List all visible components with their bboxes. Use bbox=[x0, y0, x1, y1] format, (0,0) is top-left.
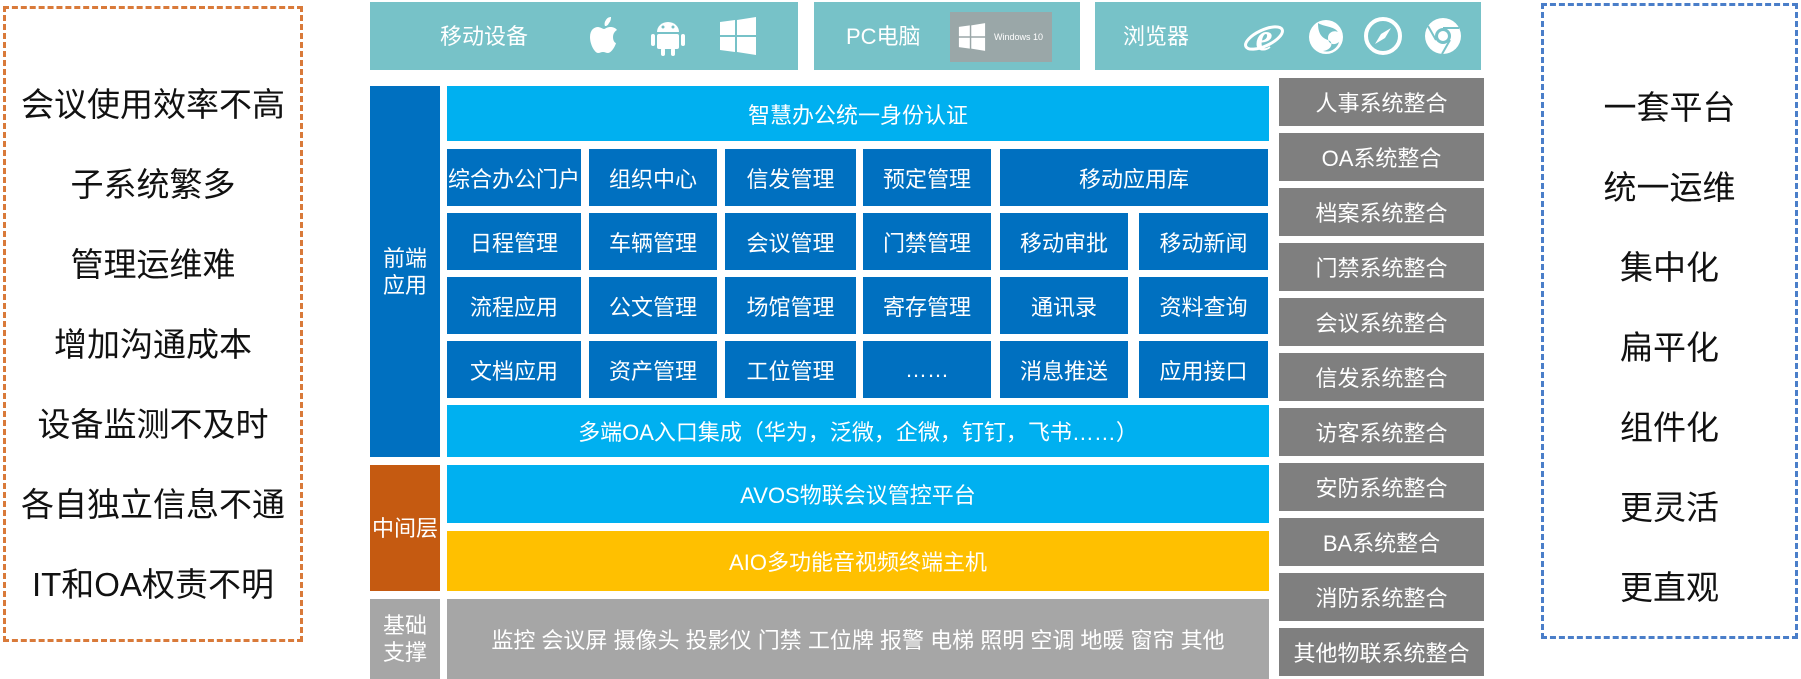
app-cell: 组织中心 bbox=[589, 149, 717, 206]
benefit-item: 统一运维 bbox=[1603, 169, 1736, 206]
unified-auth-bar: 智慧办公统一身份认证 bbox=[447, 86, 1269, 141]
problem-item: 管理运维难 bbox=[70, 246, 236, 283]
pc-box: PC电脑 Windows 10 bbox=[814, 2, 1080, 70]
frontend-layer-text: 前端应用 bbox=[382, 245, 427, 298]
app-cell: 车辆管理 bbox=[589, 213, 717, 270]
browser-label: 浏览器 bbox=[1123, 24, 1190, 49]
apple-icon bbox=[590, 17, 617, 53]
base-layer-label: 基础支撑 bbox=[370, 599, 440, 679]
app-cell: 预定管理 bbox=[863, 149, 991, 206]
pc-label: PC电脑 bbox=[846, 24, 921, 49]
app-cell: 资产管理 bbox=[589, 341, 717, 398]
app-cell: 信发管理 bbox=[725, 149, 856, 206]
integration-item: 访客系统整合 bbox=[1279, 408, 1484, 456]
multi-entry-bar: 多端OA入口集成（华为，泛微，企微，钉钉，飞书……） bbox=[447, 405, 1269, 457]
app-cell: 应用接口 bbox=[1139, 341, 1268, 398]
chrome-icon bbox=[1425, 18, 1461, 55]
app-cell: 会议管理 bbox=[725, 213, 856, 270]
integration-item: OA系统整合 bbox=[1279, 133, 1484, 181]
frontend-layer-label: 前端应用 bbox=[370, 86, 440, 457]
integration-item: 档案系统整合 bbox=[1279, 188, 1484, 236]
benefit-item: 一套平台 bbox=[1603, 89, 1736, 126]
firefox-icon bbox=[1309, 20, 1343, 54]
base-layer-text: 基础支撑 bbox=[382, 613, 427, 665]
integration-item: 会议系统整合 bbox=[1279, 298, 1484, 346]
app-cell: 移动审批 bbox=[1000, 213, 1128, 270]
benefit-item: 组件化 bbox=[1620, 409, 1719, 446]
windows-icon bbox=[958, 23, 986, 51]
integration-item: 信发系统整合 bbox=[1279, 353, 1484, 401]
browser-box: 浏览器 e bbox=[1095, 2, 1481, 70]
android-icon bbox=[651, 22, 685, 56]
benefit-item: 更直观 bbox=[1620, 569, 1719, 606]
aio-host-bar: AIO多功能音视频终端主机 bbox=[447, 531, 1269, 591]
problems-panel: 会议使用效率不高 子系统繁多 管理运维难 增加沟通成本 设备监测不及时 各自独立… bbox=[3, 6, 303, 642]
benefits-panel: 一套平台 统一运维 集中化 扁平化 组件化 更灵活 更直观 bbox=[1541, 3, 1798, 639]
app-cell: 日程管理 bbox=[447, 213, 581, 270]
app-cell: 通讯录 bbox=[1000, 277, 1128, 334]
app-cell: 公文管理 bbox=[589, 277, 717, 334]
app-cell: 资料查询 bbox=[1139, 277, 1268, 334]
integration-item: 其他物联系统整合 bbox=[1279, 628, 1484, 676]
problem-item: 会议使用效率不高 bbox=[21, 86, 285, 123]
app-cell: 门禁管理 bbox=[863, 213, 991, 270]
windows10-badge: Windows 10 bbox=[950, 12, 1052, 62]
middle-layer-text: 中间层 bbox=[371, 515, 438, 541]
benefit-item: 集中化 bbox=[1620, 249, 1719, 286]
app-cell: …… bbox=[863, 341, 991, 398]
integration-item: 人事系统整合 bbox=[1279, 78, 1484, 126]
app-cell: 工位管理 bbox=[725, 341, 856, 398]
app-cell: 流程应用 bbox=[447, 277, 581, 334]
app-cell: 移动新闻 bbox=[1139, 213, 1268, 270]
mobile-devices-box: 移动设备 bbox=[370, 2, 798, 70]
svg-text:e: e bbox=[1256, 17, 1273, 58]
mobile-devices-label: 移动设备 bbox=[440, 24, 529, 49]
benefit-item: 扁平化 bbox=[1620, 329, 1719, 366]
windows-icon bbox=[720, 17, 756, 55]
middle-layer-label: 中间层 bbox=[370, 465, 440, 591]
problem-item: IT和OA权责不明 bbox=[31, 566, 274, 603]
integration-item: 消防系统整合 bbox=[1279, 573, 1484, 621]
app-cell: 移动应用库 bbox=[1000, 149, 1268, 206]
windows10-text: Windows 10 bbox=[994, 32, 1044, 42]
base-devices-bar: 监控 会议屏 摄像头 投影仪 门禁 工位牌 报警 电梯 照明 空调 地暖 窗帘 … bbox=[447, 599, 1269, 679]
app-cell: 综合办公门户 bbox=[447, 149, 581, 206]
problem-item: 各自独立信息不通 bbox=[21, 486, 285, 523]
app-cell: 场馆管理 bbox=[725, 277, 856, 334]
integration-item: 安防系统整合 bbox=[1279, 463, 1484, 511]
benefit-item: 更灵活 bbox=[1620, 489, 1719, 526]
problem-item: 增加沟通成本 bbox=[54, 326, 252, 363]
problem-item: 子系统繁多 bbox=[70, 166, 236, 203]
integration-item: BA系统整合 bbox=[1279, 518, 1484, 566]
safari-icon bbox=[1364, 17, 1402, 55]
app-cell: 消息推送 bbox=[1000, 341, 1128, 398]
avos-platform-bar: AVOS物联会议管控平台 bbox=[447, 465, 1269, 523]
problem-item: 设备监测不及时 bbox=[37, 406, 269, 443]
app-cell: 文档应用 bbox=[447, 341, 581, 398]
ie-icon: e bbox=[1244, 17, 1284, 58]
integration-item: 门禁系统整合 bbox=[1279, 243, 1484, 291]
app-cell: 寄存管理 bbox=[863, 277, 991, 334]
